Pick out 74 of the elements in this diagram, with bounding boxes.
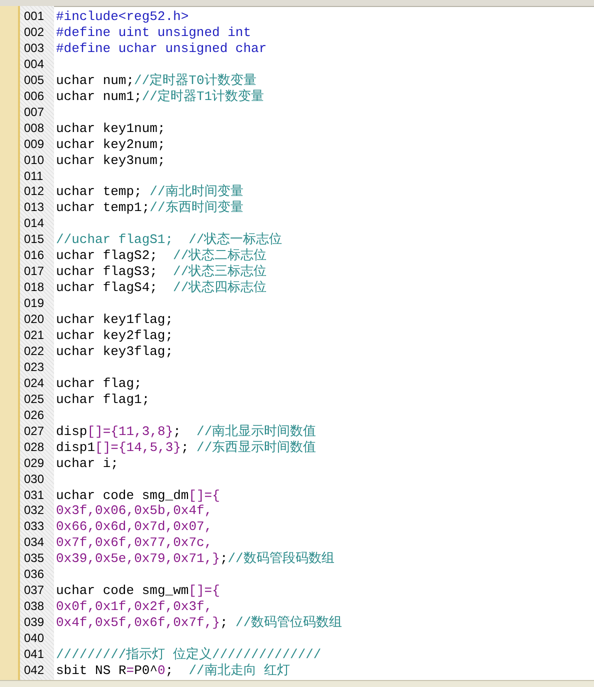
code-line: disp[]={11,3,8}; //南北显示时间数值 <box>56 424 316 439</box>
code-line: 0x3f,0x06,0x5b,0x4f, <box>56 503 212 518</box>
line-number: 002 <box>24 24 44 40</box>
line-number: 037 <box>24 583 44 598</box>
code-line: uchar temp; //南北时间变量 <box>56 184 244 200</box>
line-number: 004 <box>24 56 44 72</box>
code-line: uchar key3num; <box>56 152 166 168</box>
code-line: //uchar flagS1; //状态一标志位 <box>56 232 282 248</box>
code-line: uchar num1;//定时器T1计数变量 <box>56 88 264 104</box>
code-line: 0x0f,0x1f,0x2f,0x3f, <box>56 599 212 614</box>
code-line: uchar key2flag; <box>56 328 174 343</box>
code-line: uchar temp1;//东西时间变量 <box>56 200 244 216</box>
code-line: disp1[]={14,5,3}; //东西显示时间数值 <box>56 440 316 455</box>
line-number: 023 <box>24 360 44 375</box>
code-line: sbit NS R=P0^0; //南北走向 红灯 <box>56 662 290 678</box>
code-line: uchar flagS4; //状态四标志位 <box>56 280 267 296</box>
line-number: 031 <box>24 488 44 502</box>
code-line: 0x66,0x6d,0x7d,0x07, <box>56 519 212 534</box>
code-line: #include<reg52.h> <box>56 9 189 24</box>
line-number: 021 <box>24 328 44 343</box>
code-line: uchar key3flag; <box>56 344 174 359</box>
line-number: 018 <box>24 280 44 296</box>
line-number: 016 <box>24 248 44 264</box>
line-number: 029 <box>24 456 44 471</box>
line-number: 042 <box>24 662 44 678</box>
code-line: uchar flagS3; //状态三标志位 <box>56 264 267 280</box>
code-line: uchar num;//定时器T0计数变量 <box>56 72 256 88</box>
line-number: 011 <box>24 168 44 184</box>
code-line: uchar flagS2; //状态二标志位 <box>56 248 267 264</box>
line-number: 033 <box>24 519 44 534</box>
code-line: uchar code smg_wm[]={ <box>56 583 220 598</box>
line-number: 020 <box>24 312 44 328</box>
line-number: 003 <box>24 40 44 56</box>
line-number: 007 <box>24 104 44 120</box>
code-line: uchar i; <box>56 456 118 471</box>
line-number: 035 <box>24 551 44 566</box>
line-number: 017 <box>24 264 44 280</box>
line-number: 028 <box>24 440 44 455</box>
line-number: 025 <box>24 392 44 407</box>
line-number: 008 <box>24 120 44 136</box>
line-number: 001 <box>24 9 44 24</box>
code-line: 0x39,0x5e,0x79,0x71,};//数码管段码数组 <box>56 551 334 566</box>
line-number: 013 <box>24 200 44 216</box>
line-number: 006 <box>24 88 44 104</box>
code-line: uchar code smg_dm[]={ <box>56 488 220 502</box>
line-number: 032 <box>24 503 44 518</box>
line-number: 034 <box>24 535 44 550</box>
line-number: 036 <box>24 567 44 582</box>
line-number: 005 <box>24 72 44 88</box>
line-number: 026 <box>24 408 44 423</box>
line-number: 010 <box>24 152 44 168</box>
code-line: uchar flag1; <box>56 392 150 407</box>
line-number: 014 <box>24 216 44 232</box>
line-number: 024 <box>24 376 44 391</box>
code-line: 0x4f,0x5f,0x6f,0x7f,}; //数码管位码数组 <box>56 615 342 630</box>
line-number: 041 <box>24 647 44 662</box>
code-line: #define uchar unsigned char <box>56 40 267 56</box>
code-line: #define uint unsigned int <box>56 24 252 40</box>
line-number: 039 <box>24 615 44 630</box>
line-number: 009 <box>24 136 44 152</box>
code-line: uchar key1flag; <box>56 312 174 328</box>
line-number: 040 <box>24 631 44 646</box>
code-line: uchar key1num; <box>56 120 166 136</box>
code-line: 0x7f,0x6f,0x77,0x7c, <box>56 535 212 550</box>
line-number: 012 <box>24 184 44 200</box>
line-number: 030 <box>24 472 44 487</box>
line-number: 019 <box>24 296 44 312</box>
line-number: 015 <box>24 232 44 248</box>
line-number: 022 <box>24 344 44 359</box>
code-line: /////////指示灯 位定义////////////// <box>56 647 322 662</box>
code-line: uchar flag; <box>56 376 142 391</box>
code-line: uchar key2num; <box>56 136 166 152</box>
line-number: 038 <box>24 599 44 614</box>
line-number: 027 <box>24 424 44 439</box>
